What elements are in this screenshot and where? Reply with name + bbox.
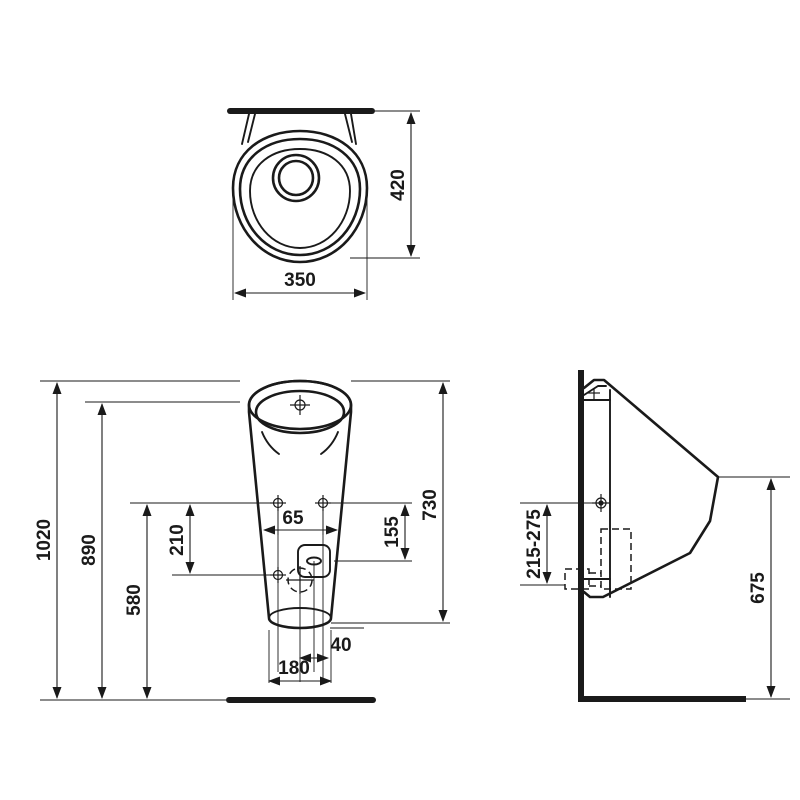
top-view-dim-label-420: 420 [388, 169, 409, 201]
front-view-basin-arc-right [320, 431, 339, 455]
top-view-dim-label-350: 350 [284, 270, 316, 291]
front-view-dim-label-580: 580 [124, 584, 145, 616]
front-view-dim-label-180: 180 [278, 658, 310, 679]
front-view-dim-label-730: 730 [420, 489, 441, 521]
top-view-basin-contour [249, 148, 351, 249]
top-view-bracket-left-inner [247, 113, 256, 143]
front-view-rim-center-mark [290, 395, 310, 415]
side-view-hidden-supply-box [600, 528, 632, 590]
side-view: 215-275 675 [520, 370, 790, 702]
side-view-hidden-outlet-box [564, 568, 590, 590]
front-view: 1020 890 580 210 730 155 65 [34, 379, 450, 703]
side-view-rim-underside [583, 385, 607, 396]
top-view-drain-outer [271, 153, 321, 203]
front-view-dim-label-40: 40 [330, 635, 351, 656]
top-view-drain-inner [277, 159, 315, 197]
side-view-hidden-trap [589, 572, 601, 587]
front-view-waste-center-mark [286, 566, 314, 594]
side-view-body-profile [582, 378, 720, 599]
front-view-dim-label-155: 155 [382, 516, 403, 548]
top-view-bracket-right [350, 113, 357, 145]
front-view-rim-outer [247, 379, 353, 431]
side-view-top-fixing-mark [588, 388, 600, 401]
top-view-bracket-left [241, 113, 250, 145]
front-view-rim-inner [254, 389, 346, 435]
top-view-bracket-right-inner [344, 113, 353, 143]
side-view-dim-label-supply: 215-275 [524, 509, 545, 579]
side-view-dim-label-675: 675 [748, 572, 769, 604]
top-view-inner-rim [238, 137, 362, 257]
top-view-outer-rim [231, 129, 369, 264]
top-view-wall-line [227, 108, 375, 114]
front-view-dim-label-65: 65 [282, 508, 304, 529]
front-view-dim-label-210: 210 [167, 524, 188, 556]
front-view-dim-label-1020: 1020 [34, 519, 55, 561]
top-view: 420 350 [227, 108, 420, 300]
side-view-floor-line [578, 696, 746, 702]
front-view-basin-arc-left [261, 431, 280, 455]
side-view-wall-line [578, 370, 584, 701]
front-view-floor-line [226, 697, 376, 703]
front-view-dim-label-890: 890 [79, 534, 100, 566]
